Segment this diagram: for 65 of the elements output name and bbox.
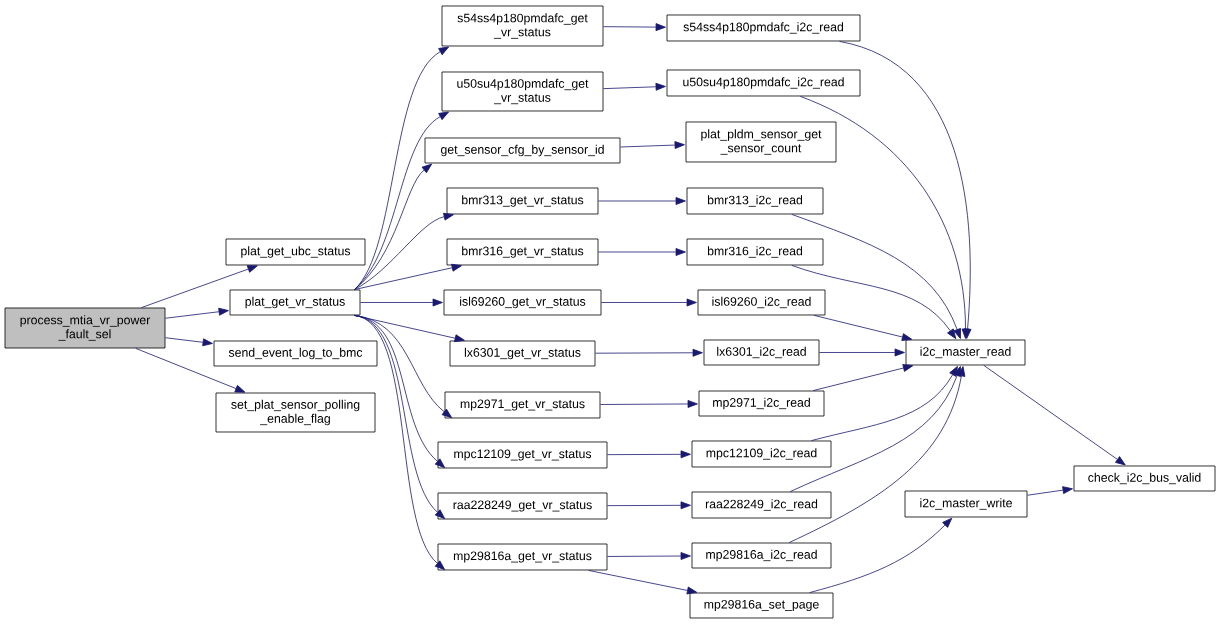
- function-box: plat_pldm_sensor_get _sensor_count: [685, 121, 837, 163]
- arrow: [607, 450, 691, 459]
- arrow: [812, 364, 914, 391]
- function-box: isl69260_i2c_read: [697, 289, 826, 316]
- function-box: lx6301_get_vr_status: [449, 340, 596, 367]
- arrow: [983, 365, 1126, 466]
- arrow: [1027, 486, 1073, 496]
- arrow: [601, 298, 697, 307]
- function-box: mpc12109_get_vr_status: [437, 441, 608, 469]
- function-box: process_mtia_vr_power _fault_sel: [4, 307, 166, 349]
- arrow: [603, 82, 666, 91]
- function-box: set_plat_sensor_polling _enable_flag: [215, 392, 376, 433]
- arrow: [813, 315, 913, 341]
- function-box: i2c_master_write: [904, 490, 1028, 518]
- function-box: lx6301_i2c_read: [703, 339, 820, 366]
- function-box: mp29816a_set_page: [689, 592, 834, 619]
- function-box: bmr313_get_vr_status: [446, 187, 599, 215]
- arrow: [799, 96, 970, 339]
- function-box: bmr313_i2c_read: [686, 187, 824, 215]
- arrow: [598, 197, 686, 205]
- function-box: mp29816a_get_vr_status: [437, 543, 608, 571]
- function-box: bmr316_get_vr_status: [446, 238, 599, 266]
- function-box: i2c_master_read: [905, 339, 1026, 366]
- arrow: [135, 348, 246, 393]
- arrow: [165, 307, 229, 319]
- arrow: [360, 298, 443, 307]
- function-box: s54ss4p180pmdafc_get _vr_status: [441, 5, 604, 47]
- function-box: u50su4p180pmdafc_get _vr_status: [441, 71, 604, 112]
- arrow: [588, 570, 698, 595]
- arrow: [809, 517, 953, 593]
- function-box: check_i2c_bus_valid: [1073, 465, 1216, 492]
- function-box: plat_get_vr_status: [229, 289, 361, 316]
- arrow: [607, 501, 691, 510]
- function-box: raa228249_get_vr_status: [437, 492, 608, 520]
- arrow: [620, 141, 685, 149]
- arrow: [165, 337, 213, 347]
- arrow: [354, 315, 446, 571]
- function-box: s54ss4p180pmdafc_i2c_read: [666, 14, 861, 42]
- arrow: [141, 265, 258, 308]
- function-box: raa228249_i2c_read: [691, 491, 832, 519]
- function-box: isl69260_get_vr_status: [443, 289, 602, 316]
- arrow: [595, 348, 703, 357]
- arrow: [607, 552, 691, 560]
- arrow: [354, 163, 433, 290]
- arrow: [819, 348, 905, 357]
- arrow: [788, 366, 966, 543]
- arrow: [603, 23, 666, 32]
- arrow: [839, 41, 972, 339]
- function-box: send_event_log_to_bmc: [213, 340, 378, 367]
- function-box: mp2971_i2c_read: [698, 390, 825, 417]
- arrow: [789, 366, 961, 492]
- arrow: [811, 366, 958, 441]
- function-box: plat_get_ubc_status: [225, 238, 366, 266]
- arrow: [600, 400, 698, 408]
- function-box: bmr316_i2c_read: [686, 238, 824, 266]
- arrow: [354, 263, 462, 290]
- function-box: get_sensor_cfg_by_sensor_id: [424, 137, 621, 164]
- function-box: mpc12109_i2c_read: [691, 440, 832, 468]
- function-box: mp2971_get_vr_status: [444, 391, 601, 419]
- function-box: mp29816a_i2c_read: [691, 542, 832, 569]
- arrow: [354, 212, 454, 290]
- arrow: [791, 265, 957, 340]
- arrow: [598, 248, 686, 256]
- function-box: u50su4p180pmdafc_i2c_read: [666, 69, 861, 97]
- arrow: [791, 214, 961, 339]
